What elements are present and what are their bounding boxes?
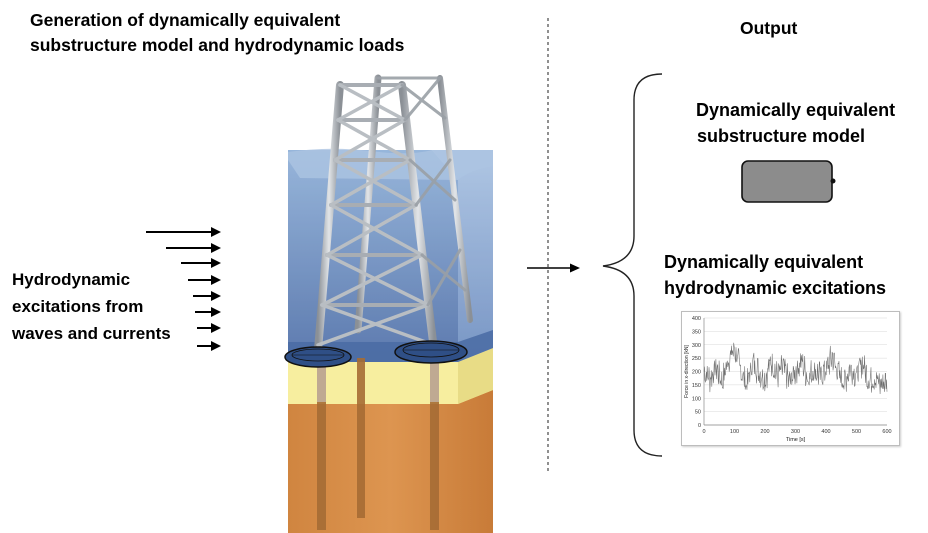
output-item-2-line-1: Dynamically equivalent: [664, 252, 864, 272]
foundation-piles: [317, 358, 439, 530]
output-item-hydrodynamic-excitations: Dynamically equivalent hydrodynamic exci…: [664, 249, 886, 301]
hydro-label-line-3: waves and currents: [12, 324, 171, 343]
arrow-icon: [193, 291, 221, 301]
chart-y-tick-label: 350: [692, 329, 701, 335]
arrow-icon: [166, 243, 221, 253]
arrow-icon: [195, 307, 221, 317]
hydrodynamic-excitations-label: Hydrodynamic excitations from waves and …: [12, 266, 171, 347]
chart-y-tick-label: 300: [692, 343, 701, 349]
chart-x-tick-label: 100: [730, 429, 739, 435]
chart-x-tick-label: 0: [702, 429, 705, 435]
output-arrow-icon: [527, 263, 580, 273]
output-item-1-line-2: substructure model: [697, 126, 866, 146]
output-heading: Output: [740, 18, 798, 38]
jacket-structure: [314, 74, 473, 354]
curly-brace-icon: [602, 73, 663, 457]
chart-x-tick-label: 400: [821, 429, 830, 435]
arrow-icon: [197, 323, 221, 333]
substructure-model-box: [741, 160, 836, 203]
chart-y-tick-label: 200: [692, 370, 701, 376]
chart-x-tick-label: 300: [791, 429, 800, 435]
hydro-label-line-1: Hydrodynamic: [12, 270, 131, 289]
chart-x-tick-label: 200: [760, 429, 769, 435]
title-line-2: substructure model and hydrodynamic load…: [30, 35, 405, 55]
output-item-1-line-1: Dynamically equivalent: [696, 100, 896, 120]
arrow-icon: [146, 227, 221, 237]
output-item-2-line-2: hydrodynamic excitations: [664, 278, 887, 298]
chart-x-axis-label: Time [s]: [786, 437, 806, 443]
mudmat-left: [284, 346, 352, 368]
chart-y-axis-label: Force in x-direction [kN]: [684, 344, 690, 397]
chart-y-tick-label: 150: [692, 383, 701, 389]
chart-x-tick-label: 500: [852, 429, 861, 435]
chart-series-line: [703, 342, 888, 395]
chart-x-tick-label: 600: [882, 429, 891, 435]
chart-y-tick-label: 50: [695, 410, 701, 416]
hydro-label-line-2: excitations from: [12, 297, 144, 316]
chart-y-tick-label: 0: [698, 423, 701, 429]
force-time-chart-frame: 0 50 100 150 200 250 300 350 400 0 100 200 300 400 500…: [681, 311, 900, 446]
arrow-icon: [188, 275, 221, 285]
arrow-icon: [181, 258, 221, 268]
title-line-1: Generation of dynamically equivalent: [30, 10, 341, 30]
diagram-title: Generation of dynamically equivalent sub…: [30, 8, 404, 58]
chart-y-tick-label: 100: [692, 396, 701, 402]
chart-y-tick-label: 400: [692, 316, 701, 322]
arrow-icon: [197, 341, 221, 351]
output-item-substructure-model: Dynamically equivalent substructure mode…: [696, 97, 895, 149]
chart-y-tick-label: 250: [692, 356, 701, 362]
mudmat-right: [394, 340, 468, 364]
current-arrows: [146, 227, 221, 351]
force-time-chart: 0 50 100 150 200 250 300 350 400 0 100 200 300 400 500…: [684, 316, 892, 443]
